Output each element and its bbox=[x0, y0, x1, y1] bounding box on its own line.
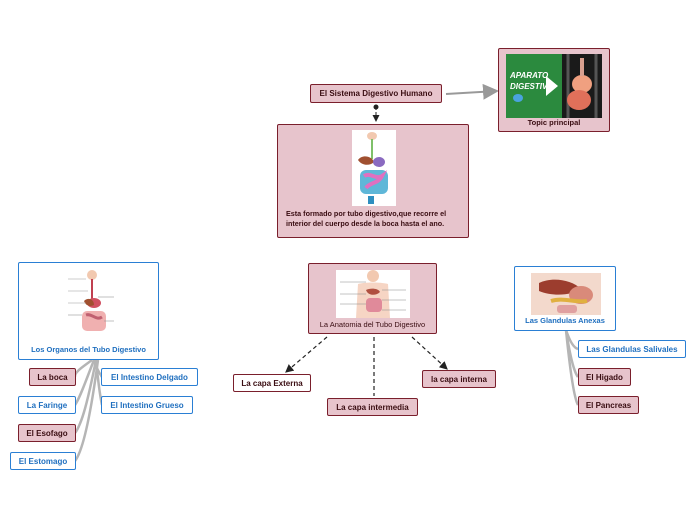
layer-label: La capa Externa bbox=[241, 378, 303, 388]
description-text: Esta formado por tubo digestivo,que reco… bbox=[286, 209, 447, 228]
digestive-system-diagram bbox=[352, 130, 396, 206]
organ-item-label: La boca bbox=[37, 372, 68, 382]
organ-item-label: El Intestino Grueso bbox=[110, 400, 184, 410]
anatomy-title: La Anatomia del Tubo Digestivo bbox=[319, 320, 426, 329]
description-card[interactable]: Esta formado por tubo digestivo,que reco… bbox=[277, 124, 469, 238]
organ-item-estomago[interactable]: El Estomago bbox=[10, 452, 76, 470]
glands-title: Las Glandulas Anexas bbox=[525, 316, 605, 325]
topic-principal-card[interactable]: APARATO DIGESTIVO Topic principal bbox=[498, 48, 610, 132]
anatomy-diagram bbox=[336, 270, 410, 318]
gland-item-salivales[interactable]: Las Glandulas Salivales bbox=[578, 340, 686, 358]
gland-item-label: El Higado bbox=[586, 372, 623, 382]
organ-item-label: El Estomago bbox=[18, 456, 68, 466]
organs-diagram bbox=[64, 269, 116, 343]
topic-principal-label: Topic principal bbox=[527, 118, 581, 127]
organ-item-label: La Faringe bbox=[26, 400, 68, 410]
gland-item-higado[interactable]: El Higado bbox=[578, 368, 631, 386]
anatomy-card[interactable]: La Anatomia del Tubo Digestivo bbox=[308, 263, 437, 334]
connector-title-topic bbox=[445, 83, 499, 100]
organ-item-intestino-grueso[interactable]: El Intestino Grueso bbox=[101, 396, 193, 414]
gland-item-label: El Pancreas bbox=[585, 400, 632, 410]
organ-item-faringe[interactable]: La Faringe bbox=[18, 396, 76, 414]
organ-item-label: El Intestino Delgado bbox=[111, 372, 188, 382]
layer-label: La capa intermedia bbox=[336, 402, 409, 412]
layer-external[interactable]: La capa Externa bbox=[233, 374, 311, 392]
layer-internal[interactable]: la capa interna bbox=[422, 370, 496, 388]
glands-diagram bbox=[531, 273, 601, 315]
glands-drawing bbox=[531, 273, 601, 315]
glands-branch-curves bbox=[564, 329, 580, 406]
gland-item-pancreas[interactable]: El Pancreas bbox=[578, 396, 639, 414]
topic-image-caption: APARATO DIGESTIVO bbox=[510, 71, 554, 91]
organ-item-intestino-delgado[interactable]: El Intestino Delgado bbox=[101, 368, 198, 386]
organs-card[interactable]: Los Organos del Tubo Digestivo bbox=[18, 262, 159, 360]
connector-anatomy-internal bbox=[411, 336, 448, 370]
organs-branch-curves bbox=[73, 358, 104, 462]
organs-title: Los Organos del Tubo Digestivo bbox=[31, 345, 146, 354]
organs-drawing bbox=[68, 270, 114, 331]
layer-intermediate[interactable]: La capa intermedia bbox=[327, 398, 418, 416]
gland-item-label: Las Glandulas Salivales bbox=[586, 344, 678, 354]
central-title-node[interactable]: El Sistema Digestivo Humano bbox=[310, 84, 442, 103]
central-title-label: El Sistema Digestivo Humano bbox=[319, 89, 433, 98]
organ-item-label: El Esofago bbox=[26, 428, 68, 438]
digestive-poster-image bbox=[506, 54, 602, 118]
topic-image: APARATO DIGESTIVO bbox=[506, 54, 602, 118]
connector-anatomy-external bbox=[285, 336, 328, 373]
glands-card[interactable]: Las Glandulas Anexas bbox=[514, 266, 616, 331]
layer-label: la capa interna bbox=[430, 374, 488, 384]
digestive-system-drawing bbox=[358, 132, 388, 204]
organ-item-esofago[interactable]: El Esofago bbox=[18, 424, 76, 442]
organ-item-boca[interactable]: La boca bbox=[29, 368, 76, 386]
anatomy-drawing bbox=[340, 270, 406, 318]
